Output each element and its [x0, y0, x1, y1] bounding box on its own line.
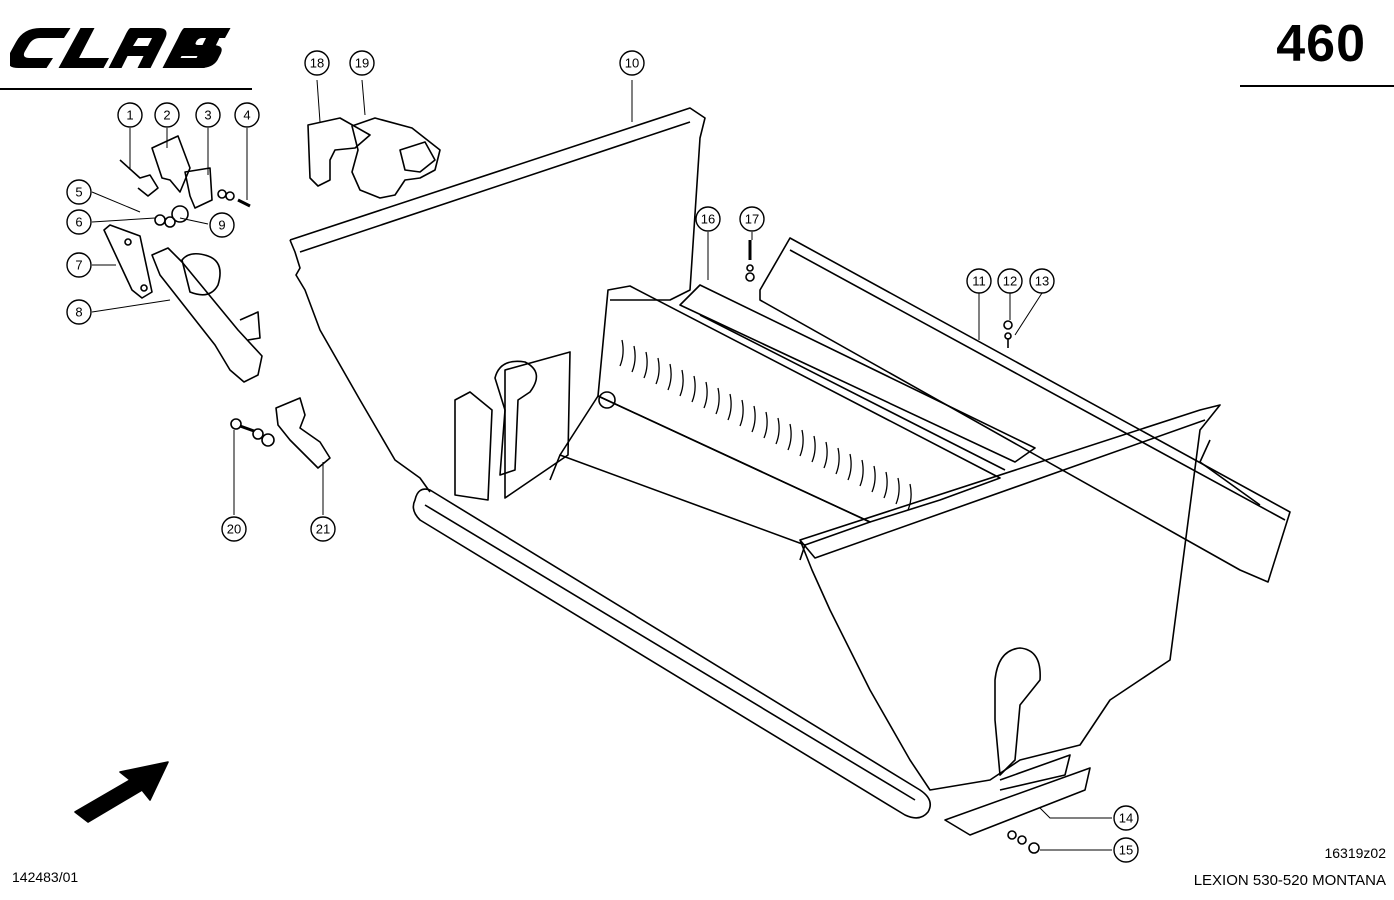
callout-6: 6 — [66, 209, 92, 235]
callout-21: 21 — [310, 516, 336, 542]
direction-arrow-icon — [74, 761, 169, 823]
callout-3-label: 3 — [204, 108, 211, 123]
housing-left-bracket-plates — [454, 351, 571, 501]
callout-5: 5 — [66, 179, 92, 205]
guide-part-18 — [307, 117, 441, 199]
model-name: LEXION 530-520 MONTANA — [1193, 872, 1386, 889]
callout-4: 4 — [234, 102, 260, 128]
bolt-set-20 — [230, 418, 275, 447]
callout-16: 16 — [695, 206, 721, 232]
callout-6-label: 6 — [75, 215, 82, 230]
callout-layer: 1 2 3 4 5 6 7 8 9 10 11 12 13 14 15 16 1… — [66, 50, 1139, 863]
drawing-code: 16319z02 — [1324, 845, 1386, 861]
leader-lines — [91, 79, 1112, 851]
callout-18: 18 — [304, 50, 330, 76]
callout-13-label: 13 — [1035, 274, 1049, 289]
callout-14: 14 — [1113, 805, 1139, 831]
hardware-15 — [1007, 830, 1040, 854]
callout-7: 7 — [66, 252, 92, 278]
channel-rail — [759, 237, 1291, 583]
callout-13: 13 — [1029, 268, 1055, 294]
hardware-12-13 — [1003, 320, 1013, 348]
callout-19: 19 — [349, 50, 375, 76]
trough-inner-panel — [679, 284, 1036, 471]
callout-10: 10 — [619, 50, 645, 76]
callout-11-label: 11 — [972, 274, 986, 289]
callout-18-label: 18 — [310, 56, 324, 71]
callout-1: 1 — [117, 102, 143, 128]
callout-8-label: 8 — [75, 305, 82, 320]
callout-12: 12 — [997, 268, 1023, 294]
callout-21-label: 21 — [316, 522, 330, 537]
callout-20: 20 — [221, 516, 247, 542]
claas-logo-mark — [7, 28, 231, 68]
sensor-assembly — [103, 135, 263, 383]
callout-11: 11 — [966, 268, 992, 294]
housing-rear-axle-tube — [412, 488, 931, 819]
page-number: 460 — [1276, 15, 1366, 73]
callout-5-label: 5 — [75, 185, 82, 200]
callout-15: 15 — [1113, 837, 1139, 863]
callout-14-label: 14 — [1119, 811, 1133, 826]
housing-grate-panel — [549, 285, 1001, 561]
callout-1-label: 1 — [126, 108, 133, 123]
callout-20-label: 20 — [227, 522, 241, 537]
claas-logo — [7, 22, 242, 74]
header-rule-left — [0, 88, 252, 90]
callout-7-label: 7 — [75, 258, 82, 273]
callout-9-label: 9 — [218, 218, 225, 233]
callout-19-label: 19 — [355, 56, 369, 71]
hardware-17 — [745, 240, 755, 282]
callout-8: 8 — [66, 299, 92, 325]
callout-15-label: 15 — [1119, 843, 1133, 858]
callout-16-label: 16 — [701, 212, 715, 227]
callout-2-label: 2 — [163, 108, 170, 123]
callout-17: 17 — [739, 206, 765, 232]
callout-10-label: 10 — [625, 56, 639, 71]
callout-9: 9 — [209, 212, 235, 238]
callout-12-label: 12 — [1003, 274, 1017, 289]
callout-3: 3 — [195, 102, 221, 128]
housing-right-side-wall — [799, 404, 1221, 836]
housing-left-side-wall — [289, 107, 706, 493]
header-rule-right — [1240, 85, 1394, 87]
document-number: 142483/01 — [12, 869, 79, 885]
bracket-21 — [275, 397, 331, 469]
callout-4-label: 4 — [243, 108, 250, 123]
callout-2: 2 — [154, 102, 180, 128]
callout-17-label: 17 — [745, 212, 759, 227]
